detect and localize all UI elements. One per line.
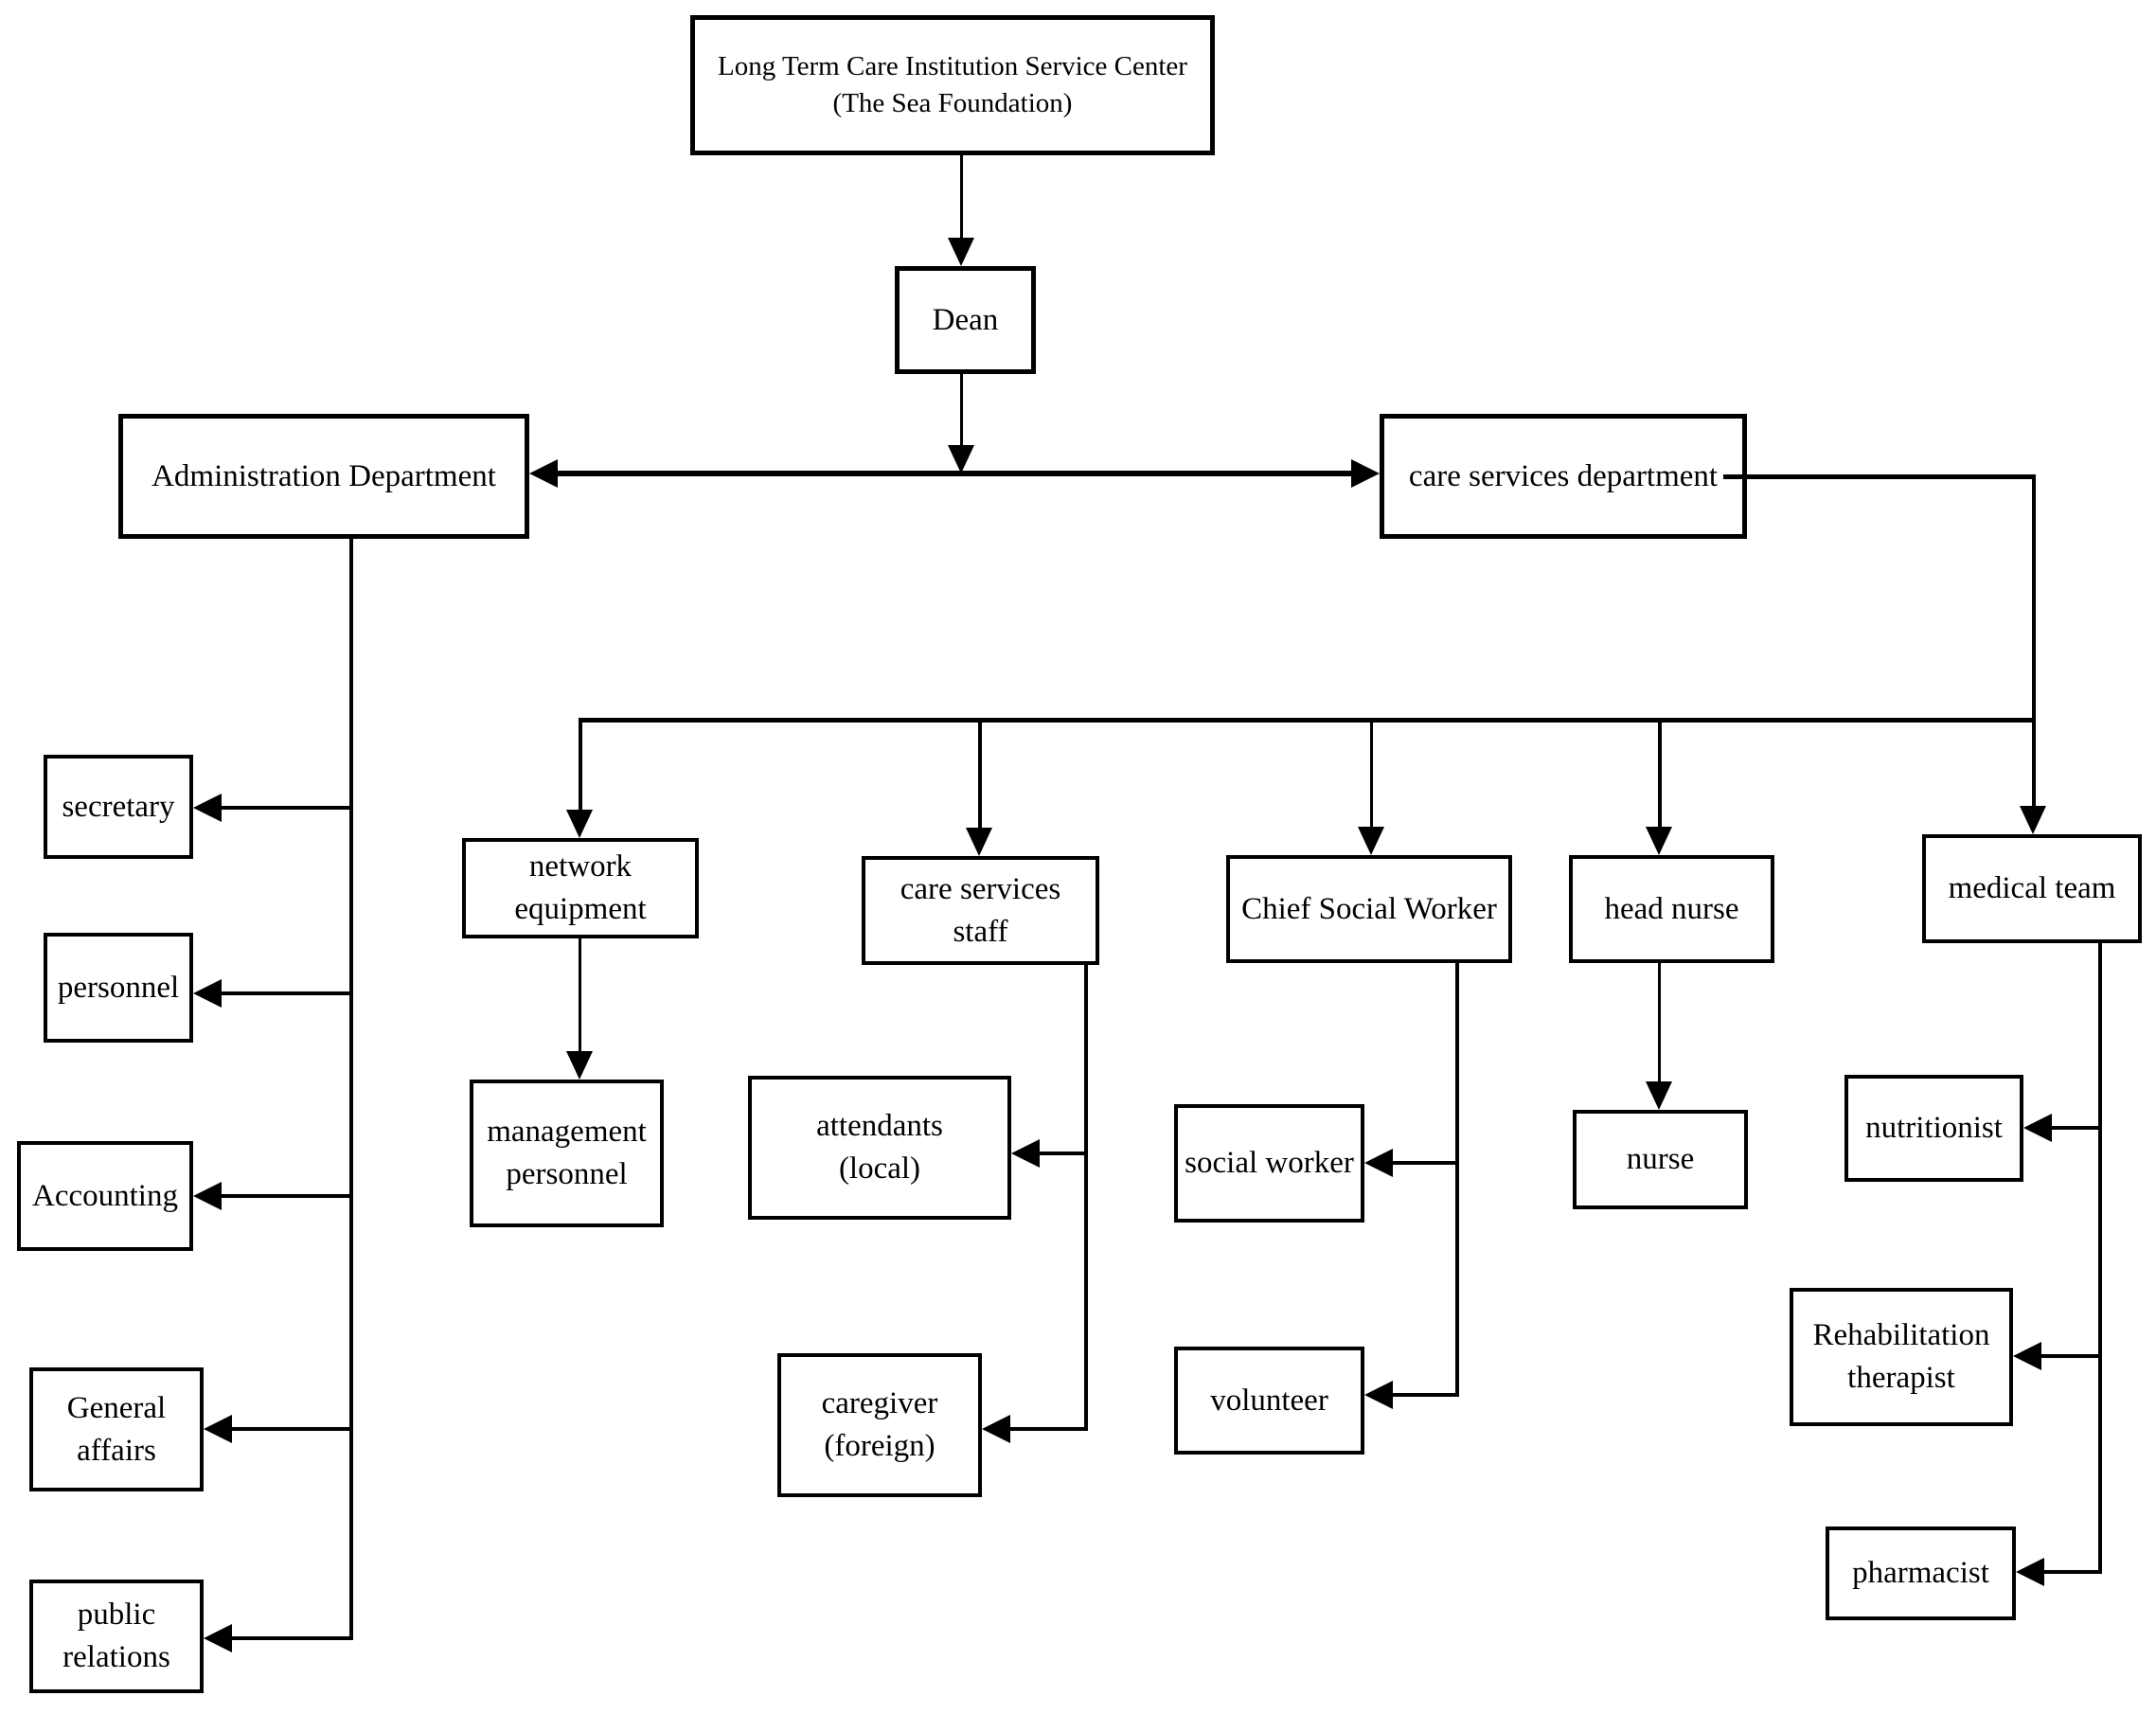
edge-management-personnel-line (579, 938, 581, 1053)
edge-chief-social-worker-drop (1370, 718, 1373, 829)
edge-to-care-dept-arrow (1351, 459, 1380, 488)
edge-secretary-arrow (193, 794, 222, 822)
edge-pharmacist-branch (2044, 1570, 2098, 1574)
node-rehabilitation-therapist: Rehabilitation therapist (1790, 1288, 2013, 1426)
node-medical-team: medical team (1922, 834, 2142, 943)
edge-rehabilitation-arrow (2013, 1342, 2041, 1370)
edge-personnel-branch (222, 991, 351, 995)
node-secretary: secretary (44, 755, 193, 859)
edge-dean-drop-arrow (948, 445, 974, 473)
edge-management-personnel-arrow (566, 1051, 593, 1080)
edge-nurse-line (1658, 963, 1661, 1083)
edge-head-nurse-drop (1658, 718, 1662, 829)
edge-csw-spine (1455, 963, 1459, 1397)
edge-nurse-arrow (1646, 1081, 1672, 1110)
edge-head-nurse-arrow (1646, 827, 1672, 855)
edge-nutritionist-branch (2052, 1126, 2098, 1130)
edge-right-rail-vertical (2032, 474, 2036, 806)
edge-caregiver-branch (1009, 1427, 1086, 1431)
edge-attendants-branch (1039, 1152, 1086, 1155)
node-nutritionist: nutritionist (1844, 1075, 2023, 1182)
node-head-nurse: head nurse (1569, 855, 1774, 963)
edge-volunteer-arrow (1364, 1381, 1393, 1409)
edge-network-equipment-arrow (566, 810, 593, 838)
node-general-affairs: General affairs (29, 1367, 204, 1491)
edge-general-affairs-branch (232, 1427, 351, 1431)
node-accounting: Accounting (17, 1141, 193, 1251)
node-attendants-local: attendants (local) (748, 1076, 1011, 1220)
node-social-worker: social worker (1174, 1104, 1364, 1223)
edge-root-dean-line (960, 155, 963, 238)
node-care-services-department: care services department (1380, 414, 1747, 539)
node-care-services-staff: care services staff (862, 856, 1099, 965)
edge-dean-horizontal-bar (553, 471, 1353, 476)
edge-secretary-branch (222, 806, 351, 810)
edge-attendants-arrow (1011, 1139, 1040, 1168)
edge-nutritionist-arrow (2023, 1114, 2052, 1142)
node-volunteer: volunteer (1174, 1347, 1364, 1455)
edge-admin-spine (349, 539, 353, 1640)
node-management-personnel: management personnel (470, 1080, 664, 1227)
node-network-equipment: network equipment (462, 838, 699, 938)
edge-medical-team-arrow (2020, 806, 2046, 834)
node-caregiver-foreign: caregiver (foreign) (777, 1353, 982, 1497)
edge-dean-drop-line (960, 374, 963, 445)
edge-personnel-arrow (193, 979, 222, 1008)
edge-caregiver-arrow (982, 1415, 1010, 1443)
edge-general-affairs-arrow (204, 1415, 232, 1443)
node-pharmacist: pharmacist (1826, 1527, 2016, 1620)
node-personnel: personnel (44, 933, 193, 1043)
node-dean: Dean (895, 266, 1036, 374)
edge-accounting-arrow (193, 1182, 222, 1210)
node-public-relations: public relations (29, 1580, 204, 1693)
edge-social-worker-branch (1392, 1161, 1457, 1165)
edge-social-worker-arrow (1364, 1149, 1393, 1177)
edge-chief-social-worker-arrow (1358, 827, 1384, 855)
edge-care-staff-spine (1084, 965, 1088, 1431)
node-chief-social-worker: Chief Social Worker (1226, 855, 1512, 963)
edge-rehabilitation-branch (2041, 1354, 2098, 1358)
edge-accounting-branch (222, 1194, 351, 1198)
edge-care-staff-arrow (966, 828, 992, 856)
edge-volunteer-branch (1392, 1393, 1457, 1397)
edge-root-dean-arrow (948, 238, 974, 266)
node-root: Long Term Care Institution Service Cente… (690, 15, 1215, 155)
edge-network-equipment-drop (579, 718, 582, 810)
edge-pharmacist-arrow (2016, 1558, 2044, 1586)
node-nurse: nurse (1573, 1110, 1748, 1209)
edge-distribution-rail (580, 718, 2036, 723)
edge-public-relations-branch (232, 1636, 351, 1640)
edge-care-dept-exit-line (1723, 474, 2036, 479)
node-administration-department: Administration Department (118, 414, 529, 539)
edge-to-admin-arrow (529, 459, 558, 488)
edge-care-staff-drop (978, 718, 982, 830)
edge-public-relations-arrow (204, 1624, 232, 1652)
edge-medical-spine (2098, 943, 2102, 1574)
